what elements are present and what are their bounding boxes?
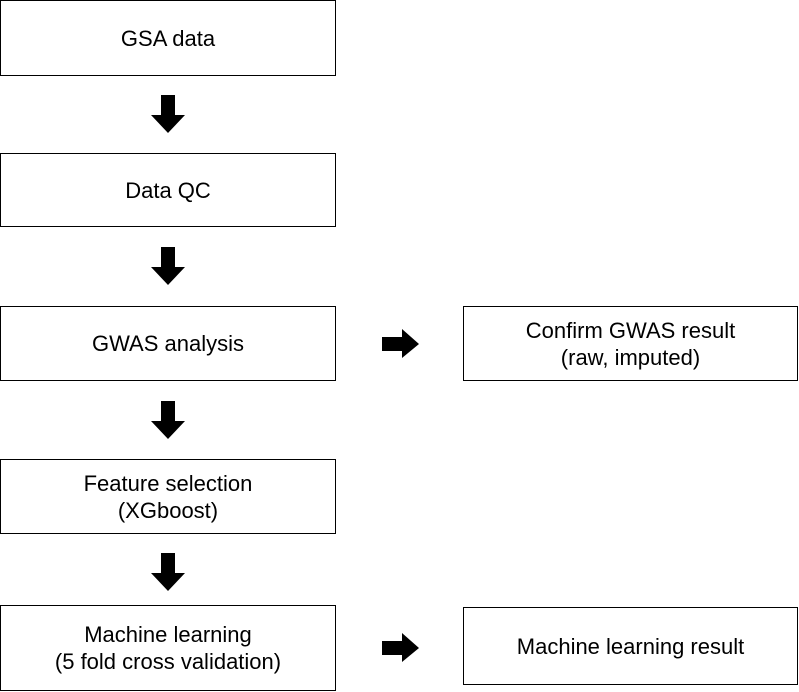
arrow-down-icon xyxy=(151,553,185,591)
result-confirm-gwas: Confirm GWAS result (raw, imputed) xyxy=(463,306,798,381)
arrow-down-icon xyxy=(151,247,185,285)
result-machine-learning-label: Machine learning result xyxy=(516,633,745,659)
result-confirm-gwas-line1: Confirm GWAS result xyxy=(525,317,736,343)
step-feature-selection-line2: (XGboost) xyxy=(117,497,219,523)
step-feature-selection: Feature selection (XGboost) xyxy=(0,459,336,534)
step-machine-learning-text: Machine learning (5 fold cross validatio… xyxy=(55,621,281,675)
step-machine-learning-line2: (5 fold cross validation) xyxy=(54,649,282,674)
step-gwas-analysis-label: GWAS analysis xyxy=(91,331,244,356)
arrow-right-icon xyxy=(382,329,419,358)
step-feature-selection-text: Feature selection (XGboost) xyxy=(84,470,253,524)
step-data-qc-label: Data QC xyxy=(125,177,211,203)
step-data-qc: Data QC xyxy=(0,153,336,227)
step-gsa-data: GSA data xyxy=(0,0,336,76)
step-feature-selection-line1: Feature selection xyxy=(83,470,253,496)
step-gsa-data-label: GSA data xyxy=(120,25,216,51)
step-gwas-analysis: GWAS analysis xyxy=(0,306,336,381)
result-confirm-gwas-text: Confirm GWAS result (raw, imputed) xyxy=(526,317,735,371)
result-confirm-gwas-line2: (raw, imputed) xyxy=(560,344,701,370)
arrow-down-icon xyxy=(151,95,185,133)
arrow-down-icon xyxy=(151,401,185,439)
step-machine-learning: Machine learning (5 fold cross validatio… xyxy=(0,605,336,691)
step-machine-learning-line1: Machine learning xyxy=(84,622,252,647)
result-machine-learning: Machine learning result xyxy=(463,607,798,685)
arrow-right-icon xyxy=(382,633,419,662)
